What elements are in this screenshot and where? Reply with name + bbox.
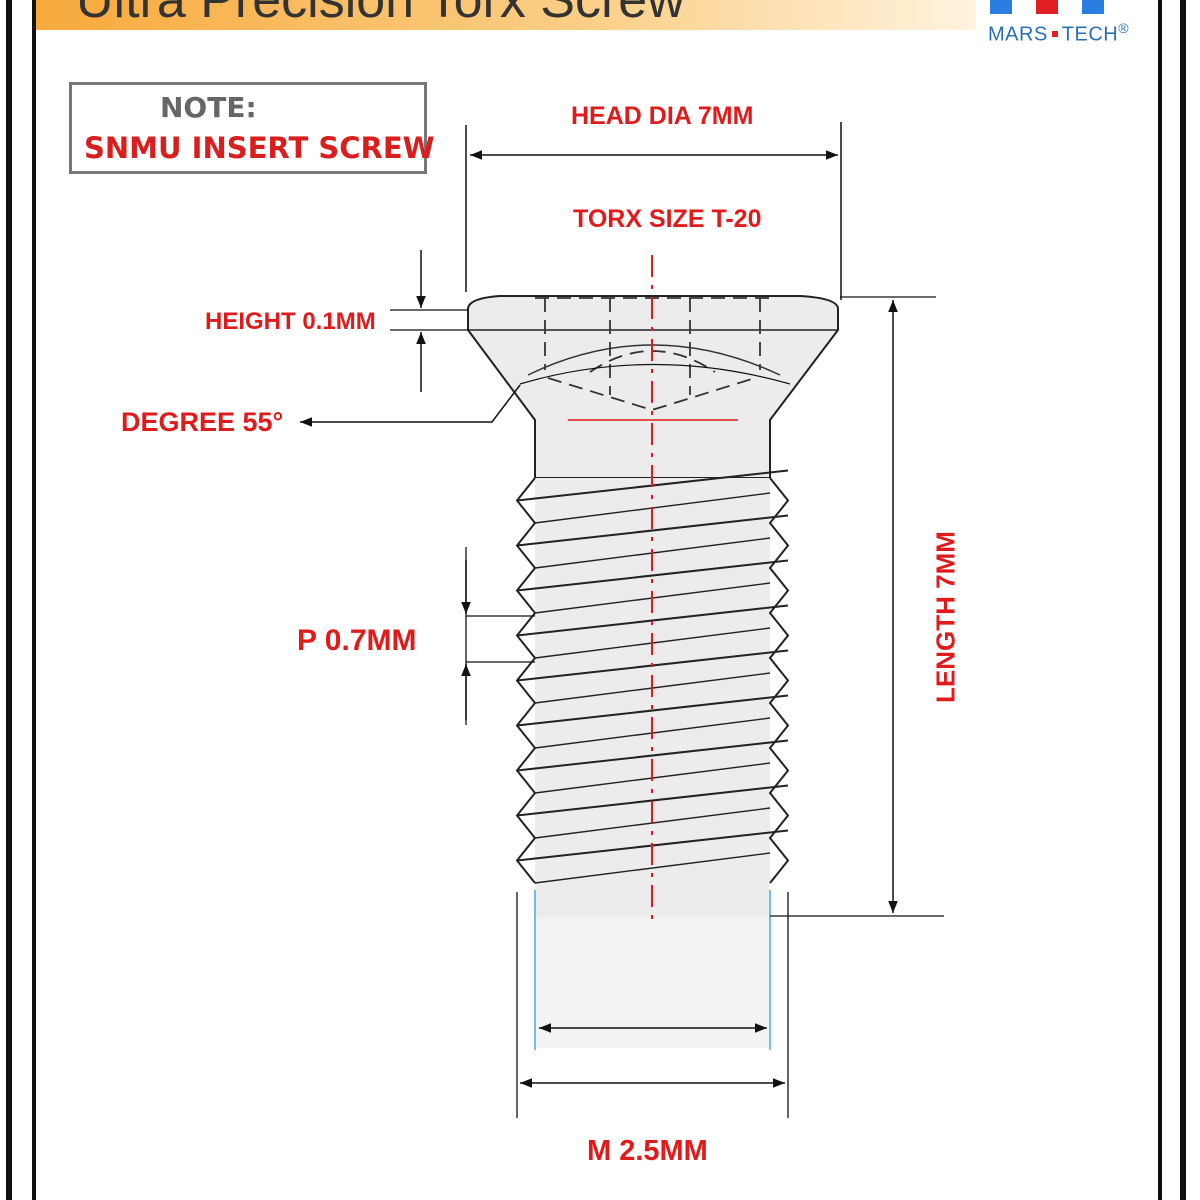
- registered-mark: ®: [1118, 20, 1130, 36]
- outer-frame: [6, 0, 1186, 1200]
- logo-bar-middle: [1036, 0, 1058, 14]
- head-arc: [527, 344, 781, 376]
- logo-bar-left: [990, 0, 1012, 14]
- thread-crest: [516, 559, 789, 592]
- thread-crest: [516, 739, 789, 772]
- thread-crest: [516, 604, 789, 637]
- pitch-label: P 0.7MM: [297, 624, 417, 657]
- brand-name-left: MARS: [988, 23, 1048, 46]
- logo-mark: [990, 0, 1110, 14]
- thread-crest: [516, 694, 789, 727]
- degree-leader: [300, 384, 521, 427]
- title-banner: Ultra Precision Torx Screw: [36, 0, 976, 30]
- page-title: Ultra Precision Torx Screw: [76, 0, 685, 29]
- thread-root: [534, 852, 771, 884]
- thread-crest: [516, 784, 789, 817]
- note-text: SNMU INSERT SCREW: [84, 131, 435, 165]
- note-title: NOTE:: [160, 91, 257, 124]
- thread-crest: [516, 514, 789, 547]
- thread-size-label: M 2.5MM: [587, 1135, 708, 1167]
- head-dia-label: HEAD DIA 7MM: [571, 102, 754, 130]
- degree-label: DEGREE 55°: [121, 407, 284, 437]
- brand-logo: MARS TECH®: [988, 20, 1129, 47]
- inner-frame: [32, 0, 1162, 1200]
- height-label: HEIGHT 0.1MM: [205, 308, 376, 335]
- length-label: LENGTH 7MM: [930, 531, 961, 703]
- torx-size-label: TORX SIZE T-20: [573, 205, 762, 233]
- brand-dot: [1051, 30, 1058, 37]
- brand-name-right: TECH: [1061, 23, 1119, 46]
- note-box: NOTE: SNMU INSERT SCREW: [69, 82, 435, 174]
- angle-arc: [519, 363, 791, 385]
- logo-bar-right: [1082, 0, 1104, 14]
- thread-flank-right: [768, 477, 790, 884]
